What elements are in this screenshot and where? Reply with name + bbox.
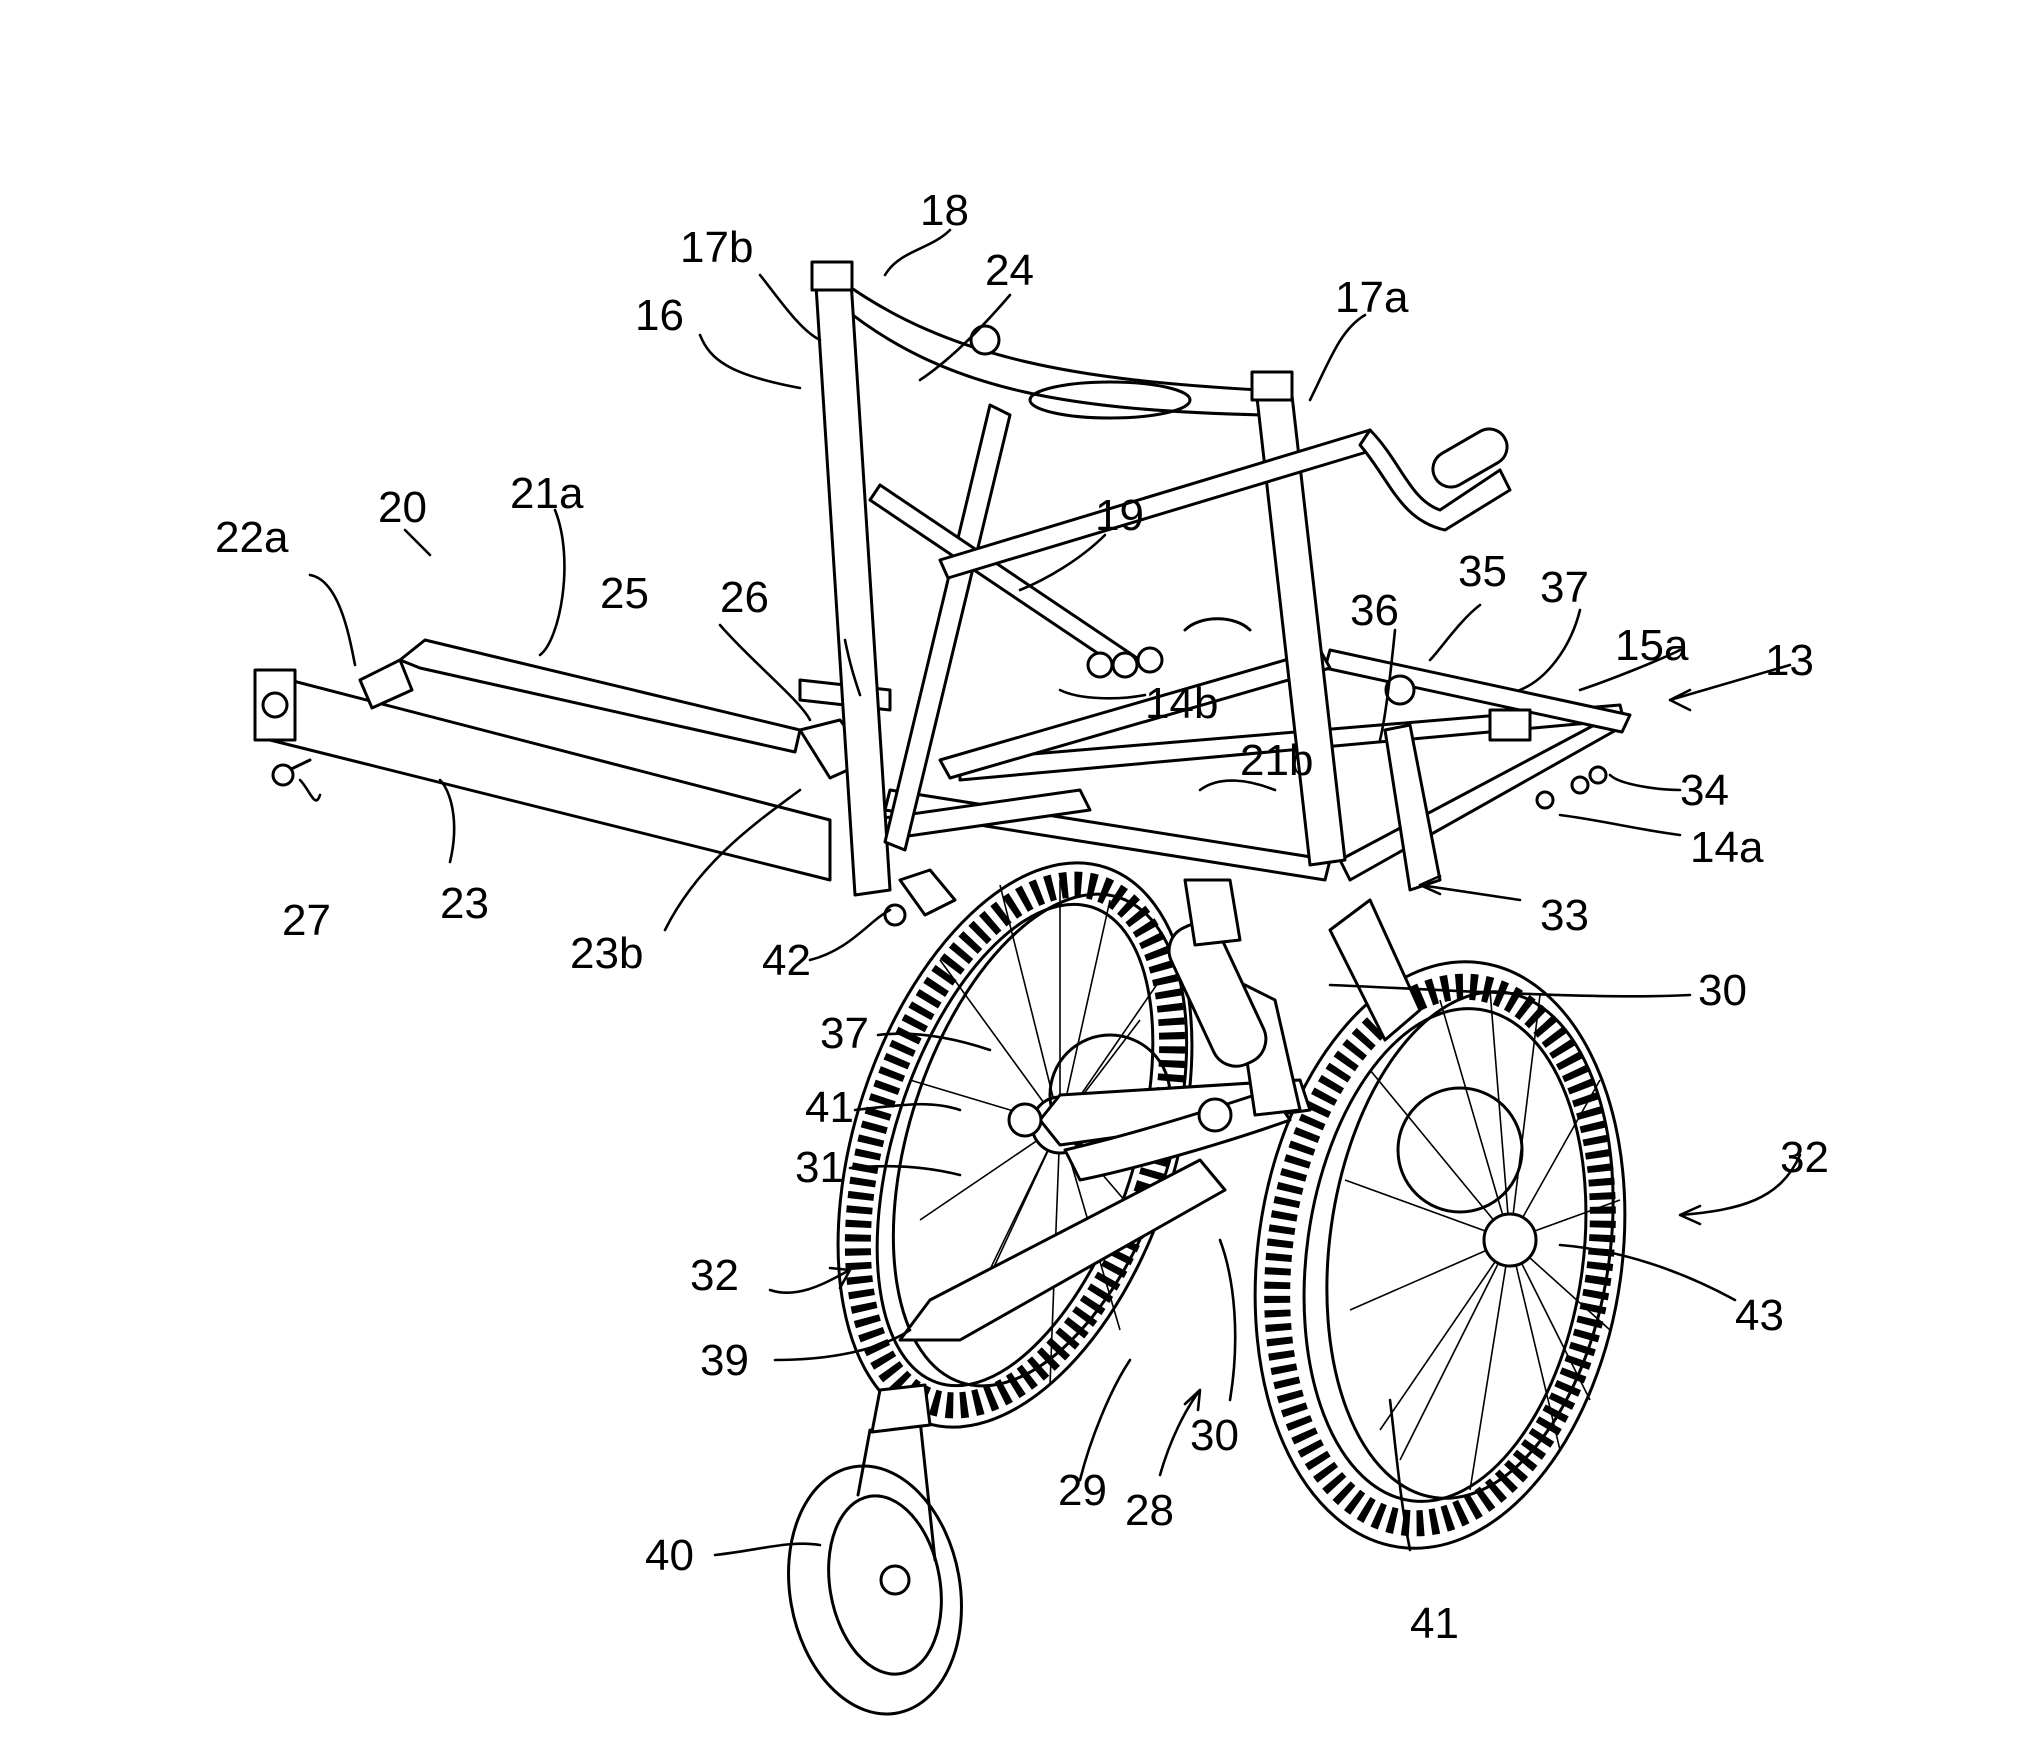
backrest-16 (810, 260, 1512, 897)
swing-arm-31 (1038, 1078, 1312, 1147)
label-14b: 14b (1145, 679, 1218, 728)
label-33: 33 (1540, 891, 1589, 940)
label-22a: 22a (215, 513, 289, 562)
label-35: 35 (1458, 547, 1507, 596)
label-32-right: 32 (1780, 1133, 1829, 1182)
label-32-left: 32 (690, 1251, 739, 1300)
label-28: 28 (1125, 1486, 1174, 1535)
lever-42 (898, 868, 957, 917)
push-handle (1431, 427, 1509, 489)
label-40: 40 (645, 1531, 694, 1580)
label-20: 20 (378, 483, 427, 532)
label-39: 39 (700, 1336, 749, 1385)
label-17b: 17b (680, 223, 753, 272)
label-18: 18 (920, 186, 969, 235)
label-15a: 15a (1615, 621, 1689, 670)
caster-arm-39 (898, 1158, 1227, 1342)
lower-chassis (898, 878, 1422, 1342)
side-rail-14a (958, 703, 1627, 882)
footrest-frame-20 (253, 638, 1092, 927)
reference-labels: 18 17b 24 17a 16 20 21a 22a 19 25 26 35 … (215, 186, 1829, 1648)
label-27: 27 (282, 896, 331, 945)
right-wheel-hub (1482, 1212, 1538, 1268)
label-21b: 21b (1240, 736, 1313, 785)
upright-17b (813, 263, 892, 897)
rear-strut-30 (1328, 898, 1422, 1042)
right-large-wheel (1253, 960, 1627, 1550)
tube-21a (398, 638, 802, 754)
cap-17a (1250, 370, 1294, 402)
connector-22a (358, 658, 414, 710)
front-caster-wheel (787, 1383, 963, 1716)
label-21a: 21a (510, 469, 584, 518)
bracket-34 (1488, 708, 1532, 742)
post-36 (1383, 723, 1442, 892)
label-24: 24 (985, 246, 1034, 295)
label-41-left: 41 (805, 1083, 854, 1132)
wheel-top-arc (1028, 380, 1192, 420)
cap-17b (810, 260, 854, 292)
right-brake-disc (1396, 1086, 1524, 1214)
label-41-bottom: 41 (1410, 1599, 1459, 1648)
brace-24 (883, 403, 1012, 852)
label-19: 19 (1095, 491, 1144, 540)
label-16: 16 (635, 291, 684, 340)
leader-lines (298, 228, 1802, 1557)
label-36: 36 (1350, 586, 1399, 635)
label-25: 25 (600, 569, 649, 618)
shock-absorber (1167, 921, 1268, 1068)
label-30-top: 30 (1698, 966, 1747, 1015)
label-23: 23 (440, 879, 489, 928)
label-23b: 23b (570, 929, 643, 978)
side-rail-14b (938, 648, 1332, 780)
label-29: 29 (1058, 1466, 1107, 1515)
bar-23 (268, 673, 832, 882)
label-17a: 17a (1335, 273, 1409, 322)
label-31: 31 (795, 1143, 844, 1192)
label-37-left: 37 (820, 1009, 869, 1058)
top-bar-18 (838, 278, 1264, 417)
cross-beam-29 (1063, 1088, 1292, 1182)
label-42: 42 (762, 936, 811, 985)
label-26: 26 (720, 573, 769, 622)
label-34: 34 (1680, 766, 1729, 815)
label-43: 43 (1735, 1291, 1784, 1340)
label-30-bottom: 30 (1190, 1411, 1239, 1460)
label-14a: 14a (1690, 823, 1764, 872)
label-37-top: 37 (1540, 563, 1589, 612)
label-13: 13 (1765, 636, 1814, 685)
